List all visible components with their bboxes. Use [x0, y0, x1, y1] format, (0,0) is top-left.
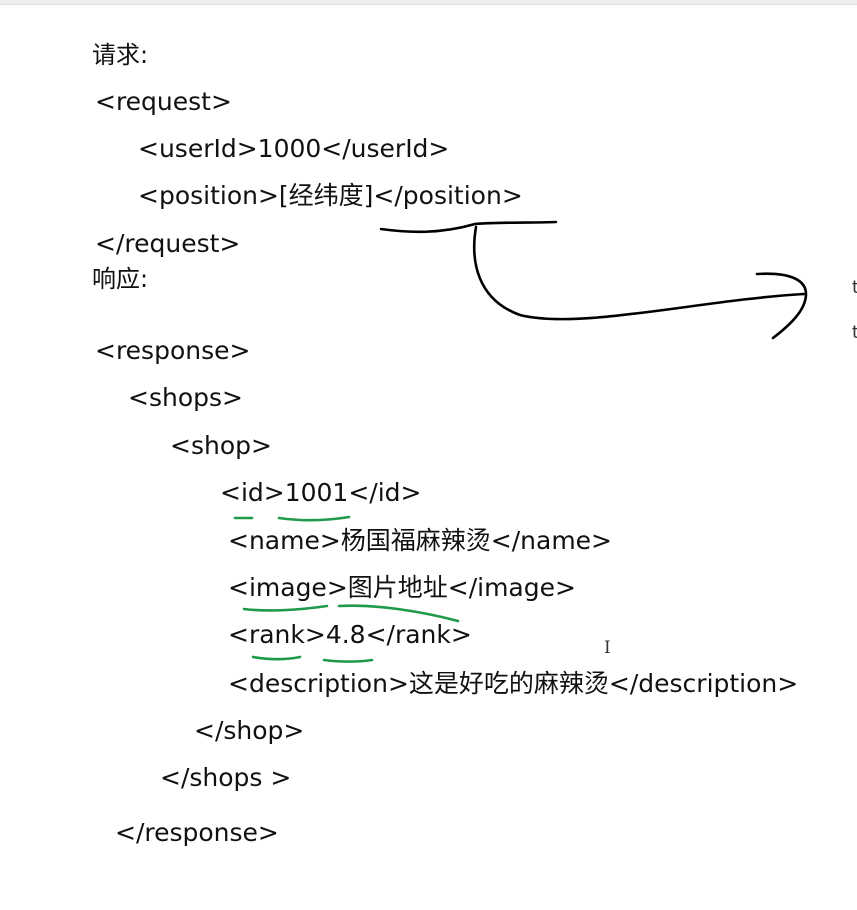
shop-image-line: <image>图片地址</image>: [228, 573, 576, 602]
edge-glyph-top: t: [852, 277, 857, 298]
arrow-head-icon: [755, 272, 808, 340]
shop-open-tag: <shop>: [170, 431, 272, 460]
curved-arrow-icon: [472, 225, 806, 321]
request-heading: 请求:: [92, 41, 149, 69]
edge-glyph-bottom: t: [852, 322, 857, 343]
shop-name-line: <name>杨国福麻辣烫</name>: [228, 526, 613, 555]
id-value-underline: [277, 515, 351, 522]
position-line: <position>[经纬度]</position>: [138, 181, 523, 210]
shops-close-tag: </shops >: [160, 763, 292, 792]
request-open-tag: <request>: [95, 87, 232, 116]
shop-id-line: <id>1001</id>: [220, 478, 422, 507]
shops-open-tag: <shops>: [128, 383, 243, 412]
shop-close-tag: </shop>: [194, 716, 305, 745]
shop-description-line: <description>这是好吃的麻辣烫</description>: [228, 669, 799, 698]
rank-tag-underline: [251, 655, 302, 661]
response-close-tag: </response>: [115, 818, 279, 847]
response-open-tag: <response>: [95, 336, 251, 365]
shop-rank-line: <rank>4.8</rank>: [228, 620, 472, 649]
text-cursor-icon: I: [604, 638, 611, 658]
position-bracket-stroke: [379, 220, 558, 234]
image-value-underline: [337, 604, 460, 623]
request-close-tag: </request>: [95, 229, 241, 258]
user-id-line: <userId>1000</userId>: [138, 134, 450, 163]
response-heading: 响应:: [92, 265, 149, 293]
image-tag-underline: [242, 604, 329, 612]
top-border: [0, 0, 857, 5]
rank-value-underline: [322, 658, 374, 663]
